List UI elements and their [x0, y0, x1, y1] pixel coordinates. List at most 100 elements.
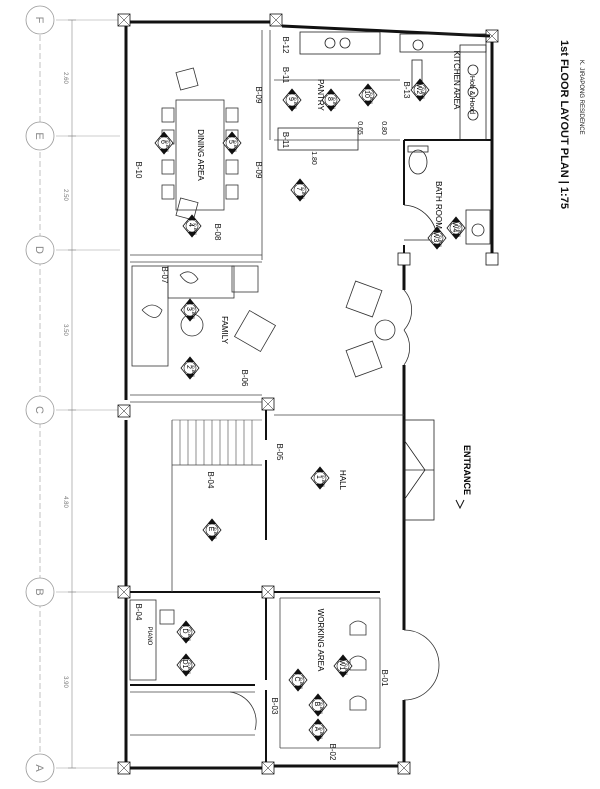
marker-reference: (D-B11) — [332, 97, 336, 109]
label-hob-hood: Hob & Hood — [468, 76, 475, 114]
marker-number: C — [293, 676, 300, 681]
grid-bubble-b: B — [25, 577, 55, 607]
marker-reference: (D-B13) — [457, 225, 461, 237]
interior-walls — [130, 139, 492, 762]
elevation-marker: 6(D-B10) — [154, 131, 174, 155]
marker-number: 10 — [363, 90, 370, 98]
marker-reference: (D-B13) — [438, 235, 442, 247]
label-working-area: WORKING AREA — [316, 609, 325, 672]
code-b11-a: B-11 — [281, 67, 290, 84]
dim-3-90: 3.90 — [62, 676, 68, 688]
code-b08: B-08 — [213, 224, 222, 241]
code-b13: B-13 — [402, 82, 411, 99]
marker-reference: (D-B02) — [319, 702, 323, 714]
marker-reference: (D-B04) — [187, 629, 191, 641]
marker-number: W1 — [338, 660, 345, 671]
grid-label-b: B — [33, 588, 45, 595]
dimension-line — [68, 19, 76, 769]
marker-number: 5 — [227, 140, 234, 144]
code-b09-a: B-09 — [254, 87, 263, 104]
drawing-title: 1st FLOOR LAYOUT PLAN | 1:75 — [558, 40, 570, 209]
elevation-marker: 10(D-B13) — [358, 83, 378, 107]
code-b03: B-03 — [270, 698, 279, 715]
kitchen-counters — [277, 31, 487, 151]
entrance-doors — [403, 419, 435, 521]
dim-0-65: 0.65 — [356, 121, 363, 135]
dim-2-60: 2.60 — [62, 72, 68, 84]
small-dimensions: 0.65 0.80 1.80 — [310, 121, 387, 165]
marker-number: B — [313, 702, 320, 707]
elevation-marker: 2(D-B06) — [180, 356, 200, 380]
marker-number: 2 — [185, 365, 192, 369]
marker-reference: (D-B01) — [344, 663, 348, 675]
title-text: 1st FLOOR LAYOUT PLAN — [558, 40, 570, 178]
column-crosses — [117, 13, 499, 775]
marker-reference: (D-B07) — [191, 307, 195, 319]
label-piano: PIANO — [146, 627, 152, 646]
grid-label-d: D — [33, 246, 45, 254]
grid-label-a: A — [33, 764, 45, 772]
elevation-marker: 4(D-B08) — [182, 214, 202, 238]
marker-number: 8 — [326, 97, 333, 101]
marker-number: W4 — [451, 222, 458, 233]
grid-bubble-e: E — [25, 121, 55, 151]
elevation-marker: 9(D-B09) — [282, 88, 302, 112]
marker-reference: (D-B13) — [369, 92, 373, 104]
marker-reference: (D-B03) — [299, 677, 303, 689]
label-pantry: PANTRY — [316, 79, 325, 111]
code-b04-a: B-04 — [206, 472, 215, 489]
marker-reference: (D-B01) — [319, 727, 323, 739]
code-b05: B-05 — [275, 444, 284, 461]
family-furniture — [131, 265, 277, 367]
drawing-subtitle: K. JIRAPONG RESIDENCE — [578, 60, 584, 135]
marker-number: W2 — [415, 84, 422, 95]
entrance-arrow-icon — [455, 499, 465, 510]
elevation-marker: 3(D-B07) — [180, 298, 200, 322]
code-b12: B-12 — [281, 37, 290, 54]
scale-text: 1:75 — [558, 186, 570, 209]
marker-reference: (D-B04) — [187, 662, 191, 674]
marker-reference: (D-B09) — [293, 97, 297, 109]
label-entrance: ENTRANCE — [462, 445, 472, 495]
dim-4-80: 4.80 — [62, 496, 68, 508]
grid-bubble-a: A — [25, 753, 55, 783]
marker-reference: (D-B06) — [191, 365, 195, 377]
dim-1-80: 1.80 — [310, 151, 317, 165]
elevation-marker: A(D-B01) — [308, 718, 328, 742]
code-b07: B-07 — [160, 267, 169, 284]
marker-number: 6 — [159, 140, 166, 144]
marker-number: 1 — [315, 475, 322, 479]
label-kitchen-area: KITCHEN AREA — [452, 51, 461, 110]
code-b04-b: B-04 — [134, 604, 143, 621]
code-b10: B-10 — [134, 162, 143, 179]
working-furniture — [129, 599, 440, 731]
elevation-marker: 1(D-B05) — [310, 466, 330, 490]
dim-0-80: 0.80 — [380, 121, 387, 135]
elevation-marker: D1(D-B04) — [176, 653, 196, 677]
label-family: FAMILY — [220, 316, 229, 345]
marker-reference: (D-B13) — [421, 87, 425, 99]
elevation-marker: B(D-B02) — [308, 693, 328, 717]
grid-bubble-c: C — [25, 395, 55, 425]
elevation-marker: W2(D-B13) — [410, 78, 430, 102]
marker-reference: (D-B04) — [213, 527, 217, 539]
elevation-marker: 7(D-B11) — [290, 178, 310, 202]
marker-reference: (D-B05) — [321, 475, 325, 487]
marker-number: 9 — [287, 97, 294, 101]
marker-number: 4 — [187, 223, 194, 227]
marker-number: 3 — [185, 307, 192, 311]
code-b09-b: B-09 — [254, 162, 263, 179]
bathroom-fixtures — [403, 145, 491, 245]
marker-number: 7 — [295, 187, 302, 191]
elevation-marker: C(D-B03) — [288, 668, 308, 692]
marker-number: A — [313, 727, 320, 732]
staircase — [172, 419, 262, 465]
wall-codes: B-10 B-09 B-09 B-11 B-11 B-12 B-13 B-08 … — [134, 37, 411, 761]
elevation-marker: D(D-B04) — [176, 620, 196, 644]
marker-reference: (D-B11) — [301, 187, 305, 199]
thin-lines — [130, 30, 404, 749]
label-bath-room: BATH ROOM — [434, 181, 443, 229]
grid-label-f: F — [33, 17, 45, 24]
marker-reference: (D-B10) — [165, 140, 169, 152]
grid-label-e: E — [33, 132, 45, 139]
